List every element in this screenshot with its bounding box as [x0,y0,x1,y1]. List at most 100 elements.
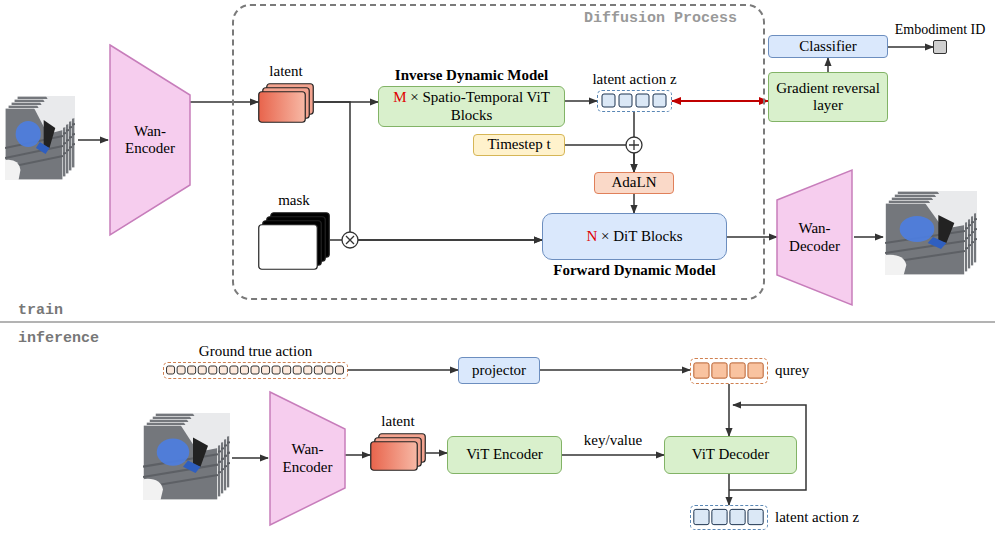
token-square [230,366,238,374]
stack-shape [258,83,314,123]
text-holder: Wan- Decoder [777,170,852,305]
token-square [262,366,270,374]
token-square [619,94,632,107]
flow-arrow [854,236,883,238]
latent-stack: latent [258,83,314,123]
timestep-box: Timestep t [473,134,565,156]
token-square [188,366,196,374]
token-square [272,366,280,374]
token-square [712,509,727,524]
add-operator [626,137,642,153]
query-box: qurey [690,358,768,384]
caption-label: Inverse Dynamic Model [395,67,548,84]
stack-layer [259,92,306,123]
flow-connector [348,369,458,371]
text-line: projector [472,362,526,379]
text-line: ViT Decoder [692,446,770,463]
text-line: ViT Encoder [466,446,543,463]
flow-connector [728,474,730,505]
region-title: Diffusion Process [584,10,737,27]
flow-connector [190,101,258,103]
flow-connector [426,452,447,454]
text-line: N× DiT Blocks [586,228,682,245]
caption-label: Ground true action [199,343,312,360]
flow-arrow [78,139,108,141]
box-text: ViT Decoder [692,446,770,462]
text-line: Wan- Encoder [275,441,340,476]
token-square [304,366,312,374]
text-line: M× Spatio-Temporal ViT Blocks [384,89,559,124]
flow-connector [330,239,542,241]
flow-connector [565,100,597,102]
action-sequence-box: Ground true action [163,362,348,379]
box-text: × Spatio-Temporal ViT Blocks [410,89,550,122]
vit-encoder-box: ViT Encoder [447,436,562,474]
text-holder: Classifier [769,36,887,57]
box-text: ViT Encoder [466,446,543,462]
text-holder: projector [459,358,539,383]
box-text: Wan- Decoder [789,220,840,253]
text-holder: Gradient reversal layer [769,73,887,121]
caption-label: Forward Dynamic Model [553,262,715,279]
token-square [694,509,709,524]
token-square [293,366,301,374]
caption-label: qurey [775,362,809,379]
video-frame [5,108,63,180]
trapezoid-outline [270,392,345,525]
multiply-operator [342,232,358,248]
text-holder: Timestep t [474,135,564,155]
trapezoid-outline [110,45,190,235]
box-text: Wan- Encoder [125,123,175,156]
stack-shape [258,212,330,270]
token-square [636,94,649,107]
text-line: Wan- Encoder [115,123,185,158]
token-square [219,366,227,374]
adaln-box: AdaLN [594,172,674,194]
inverse-dynamics-box: M× Spatio-Temporal ViT BlocksInverse Dyn… [378,86,565,127]
connector-label: key/value [581,432,645,449]
caption-label: Embodiment ID [895,22,986,38]
text-line: Gradient reversal layer [774,80,882,115]
box-text: projector [472,362,526,378]
gradient-reversal-box: Gradient reversal layer [768,72,888,122]
stack-shape [370,433,426,471]
box-text: × DiT Blocks [601,228,683,244]
token-square [694,363,709,378]
mask-stack: mask [258,212,330,270]
flow-connector [827,58,829,72]
latent-stack: latent [370,433,426,471]
text-holder: ViT Decoder [665,437,796,473]
output-square: Embodiment ID [933,40,947,54]
box-text: Timestep t [487,136,550,152]
token-row [164,363,346,377]
video-frame [143,425,218,500]
input-frames [5,96,75,180]
flow-connector [728,384,730,436]
token-square [602,94,615,107]
text-holder: Wan- Encoder [110,45,190,235]
text-line: Classifier [799,38,857,55]
section-divider [0,321,995,323]
flow-connector [727,236,777,238]
encoder-trapezoid: Wan- Encoder [270,392,345,525]
flow-arrow [232,457,268,459]
latent-action-box: latent action z [690,505,768,530]
token-square [240,366,248,374]
inference-frames [143,413,230,500]
video-frame [885,203,965,275]
caption-label: mask [278,192,310,209]
text-line: AdaLN [612,174,657,191]
flow-connector [672,100,768,102]
caption-label: latent action z [775,509,859,526]
box-text: Wan- Encoder [283,441,333,474]
token-square [198,366,206,374]
token-square [167,366,175,374]
token-square [335,366,343,374]
classifier-box: Classifier [768,35,888,58]
text-holder: M× Spatio-Temporal ViT Blocks [379,87,564,126]
token-square [177,366,185,374]
box-text: AdaLN [612,174,657,190]
token-square [748,509,763,524]
encoder-trapezoid: Wan- Encoder [110,45,190,235]
